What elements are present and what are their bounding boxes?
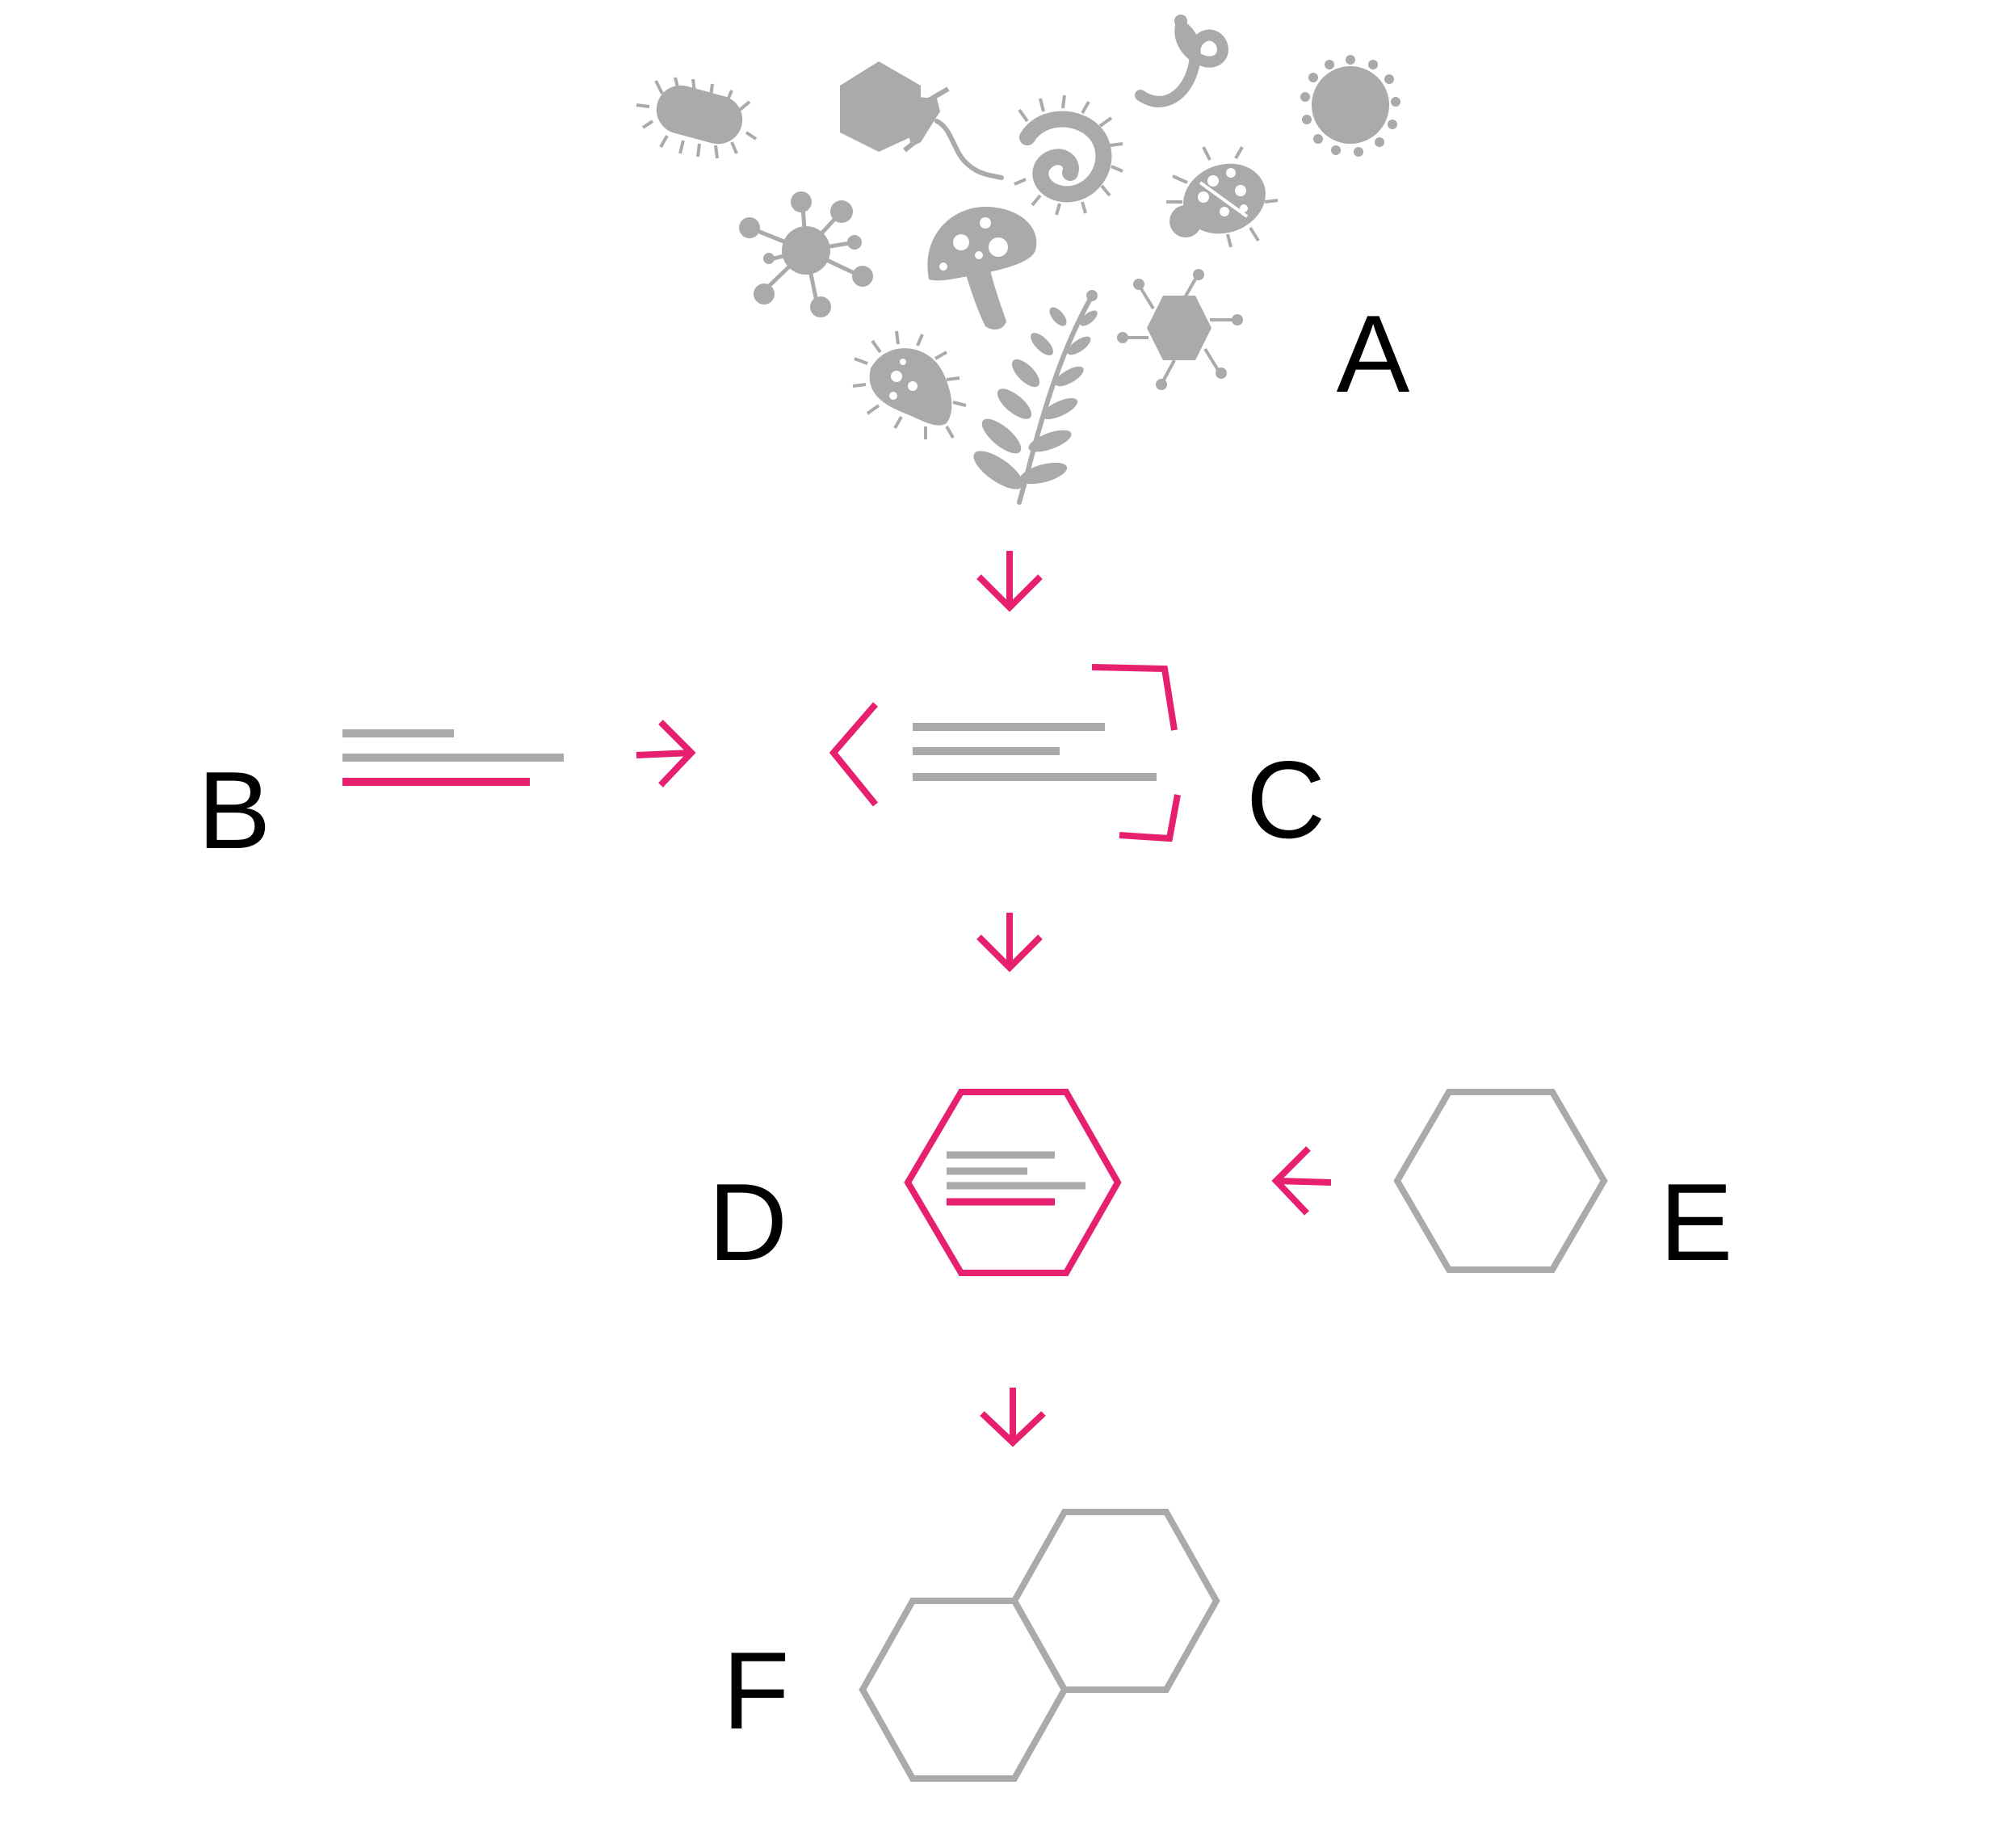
label-d: D — [708, 1161, 787, 1283]
arrow-down-icon — [976, 551, 1043, 612]
hexagonal-virus-icon — [1117, 269, 1243, 390]
bracketed-sequences-c — [829, 664, 1181, 842]
mushroom-icon — [927, 207, 1037, 330]
label-c: C — [1246, 738, 1325, 861]
joined-hexagons-f — [859, 1509, 1220, 1782]
virus-particle-icon — [840, 61, 1004, 180]
ladybug-icon — [1166, 146, 1279, 248]
fern-icon — [973, 290, 1098, 505]
organism-cluster — [636, 15, 1400, 505]
empty-hexagon-e — [1393, 1089, 1608, 1273]
label-a: A — [1337, 292, 1410, 415]
arrow-right-icon — [636, 720, 696, 788]
label-e: E — [1660, 1161, 1733, 1283]
arrow-down-icon — [980, 1388, 1046, 1447]
molecule-icon — [739, 191, 873, 317]
label-b: B — [198, 749, 271, 872]
hexagon-with-sequences-d — [904, 1089, 1122, 1276]
label-f: F — [722, 1629, 789, 1752]
arrow-left-icon — [1271, 1146, 1332, 1216]
centipede-icon — [1014, 94, 1123, 216]
sequence-lines-b — [342, 729, 564, 786]
microbe-icon — [852, 330, 967, 439]
worm-icon — [1135, 15, 1228, 107]
coccus-icon — [1300, 55, 1400, 157]
bacterium-icon — [636, 77, 758, 159]
arrow-down-icon — [976, 913, 1043, 972]
